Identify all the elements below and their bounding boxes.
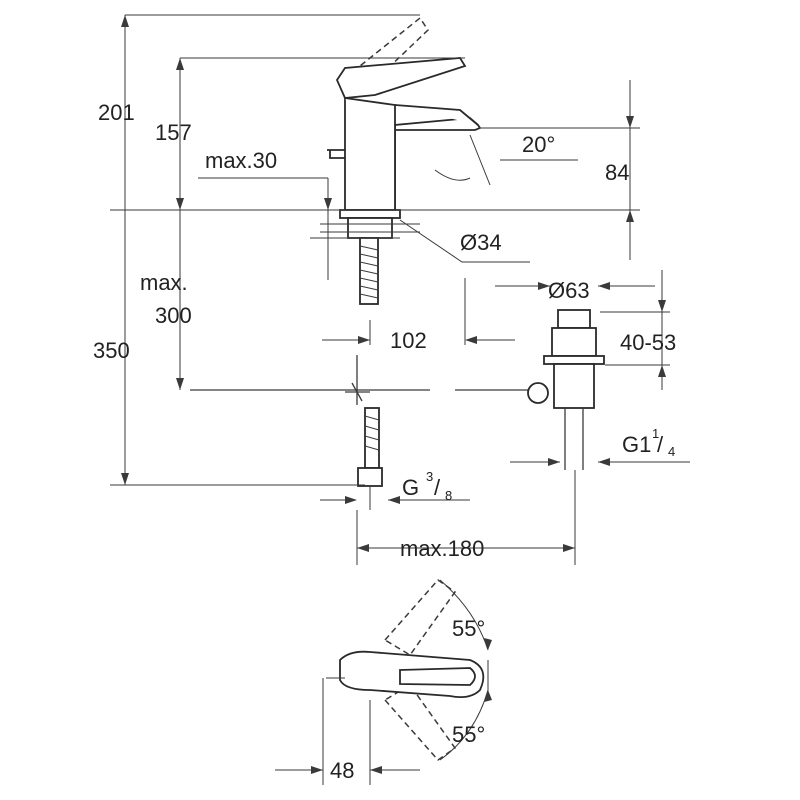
label-max: max. — [140, 270, 188, 295]
label-g38-slash: / — [434, 475, 441, 500]
label-d34: Ø34 — [460, 230, 502, 255]
hose-cross — [345, 382, 370, 402]
arrowheads — [121, 15, 666, 774]
label-g114-den: 4 — [668, 444, 675, 459]
body-front — [344, 97, 396, 210]
spout-top — [394, 104, 479, 126]
faucet-top-view — [326, 578, 489, 762]
waste-pivot — [527, 382, 549, 404]
label-48: 48 — [330, 758, 354, 783]
label-20deg: 20° — [522, 132, 555, 157]
waste-valve — [527, 309, 605, 470]
label-300: 300 — [155, 303, 192, 328]
label-350: 350 — [93, 338, 130, 363]
thread-lines — [359, 245, 379, 299]
dimension-labels: 201 157 max.30 20° 84 Ø34 max. 300 Ø63 1… — [93, 100, 676, 783]
handle-rotated-up — [383, 578, 457, 656]
label-g38-main: G — [402, 475, 419, 500]
hose-nut — [357, 467, 383, 487]
waste-cap — [557, 309, 591, 329]
handle-top-inner — [399, 667, 476, 686]
faucet-side-view — [320, 16, 482, 305]
mount-nut — [347, 217, 393, 239]
label-157: 157 — [155, 120, 192, 145]
label-max30: max.30 — [205, 148, 277, 173]
popup-lever — [327, 149, 345, 159]
label-55-top: 55° — [452, 616, 485, 641]
label-55-bottom: 55° — [452, 722, 485, 747]
waste-flange — [543, 355, 605, 365]
label-102: 102 — [390, 328, 427, 353]
handle — [335, 57, 467, 99]
label-g114-num: 1 — [652, 426, 659, 441]
waste-upper — [551, 327, 597, 357]
arc-top — [439, 579, 489, 651]
label-84: 84 — [605, 160, 629, 185]
label-40-53: 40-53 — [620, 330, 676, 355]
label-g114-main: G1 — [622, 432, 651, 457]
mount-plate — [339, 209, 401, 219]
label-201: 201 — [98, 100, 135, 125]
label-g38-num: 3 — [426, 469, 433, 484]
label-g114-slash: / — [657, 432, 664, 457]
label-max180: max.180 — [400, 536, 484, 561]
label-g38-den: 8 — [445, 488, 452, 503]
supply-hose — [345, 355, 383, 510]
label-d63: Ø63 — [548, 278, 590, 303]
waste-body — [553, 363, 595, 409]
